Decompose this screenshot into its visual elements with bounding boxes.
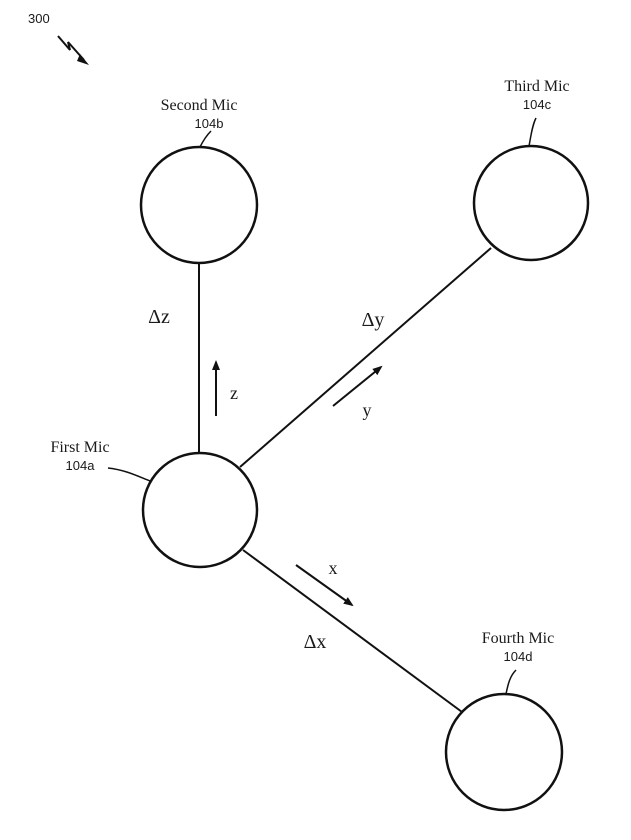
first-mic-circle <box>141 451 259 569</box>
first-mic-leader-line <box>107 467 151 482</box>
y-axis-label: y <box>363 400 372 420</box>
fourth-mic-leader-line <box>505 669 517 695</box>
fourth-mic-label: Fourth Mic <box>482 630 554 647</box>
lightning-arrow-icon <box>57 35 89 65</box>
delta-x-label: Δx <box>304 631 327 653</box>
x-direction-arrow <box>295 564 354 607</box>
third-mic-leader-line <box>528 117 537 147</box>
third-mic-label: Third Mic <box>504 78 569 95</box>
first-mic-ref: 104a <box>66 458 96 473</box>
third-mic-ref: 104c <box>523 97 552 112</box>
delta-z-label: Δz <box>148 306 170 328</box>
fourth-mic-circle <box>444 692 564 812</box>
z-axis-label: z <box>230 383 238 403</box>
second-mic-circle <box>139 145 259 265</box>
figure-number: 300 <box>28 11 50 26</box>
delta-y-label: Δy <box>362 309 385 331</box>
x-axis-label: x <box>329 558 338 578</box>
first-mic-label: First Mic <box>50 439 109 456</box>
y-direction-arrow <box>332 365 383 407</box>
connection-line-y <box>239 247 492 468</box>
fourth-mic-ref: 104d <box>504 649 533 664</box>
third-mic-circle <box>472 144 590 262</box>
second-mic-leader-line <box>199 130 212 148</box>
connection-line-x <box>242 549 463 713</box>
second-mic-ref: 104b <box>195 116 224 131</box>
second-mic-label: Second Mic <box>161 97 238 114</box>
